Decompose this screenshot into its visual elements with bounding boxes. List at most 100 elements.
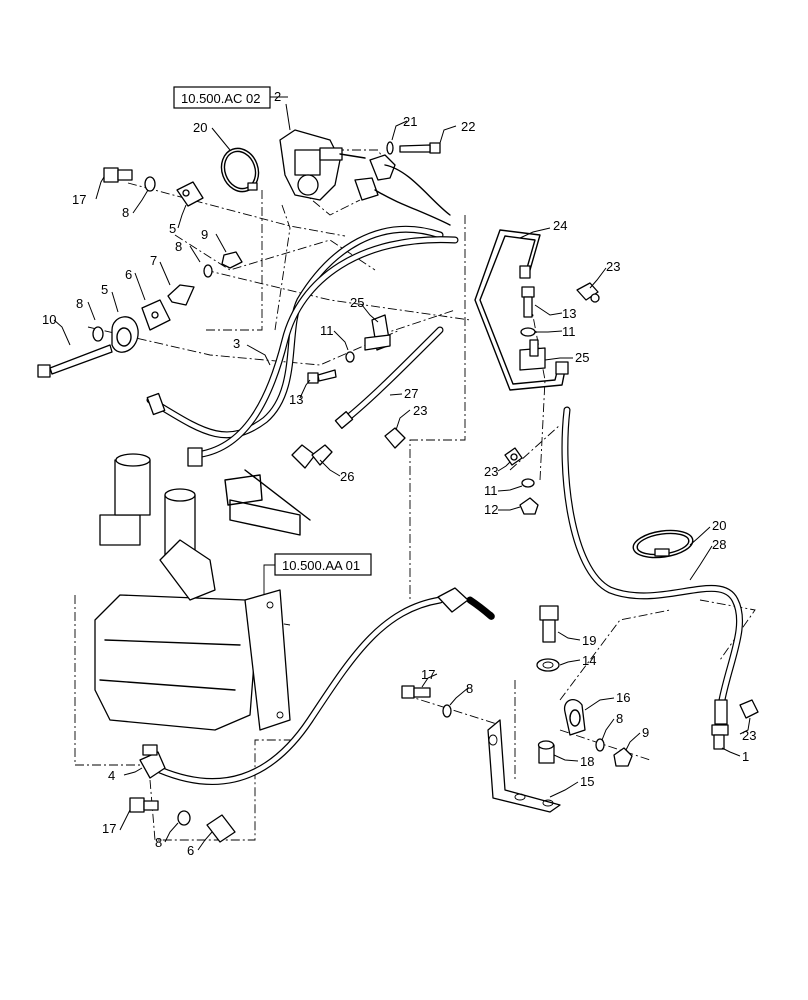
fitting-straight (354, 177, 451, 226)
callout-11: 11 (320, 323, 334, 338)
callout-8: 8 (175, 239, 182, 254)
bracket-25-top (364, 314, 391, 351)
reference-box-10-500-aa-01[interactable]: 10.500.AA 01 (274, 553, 372, 576)
tube-24 (474, 229, 569, 391)
nut-9 (221, 251, 243, 269)
callout-20: 20 (193, 120, 207, 135)
spacer-7 (167, 284, 195, 306)
hose-27 (334, 326, 444, 429)
spacer-18 (537, 740, 555, 764)
valve-assembly-2 (279, 129, 366, 201)
fitting-23-right (504, 447, 523, 466)
bracket-25-right (519, 339, 546, 371)
callout-11: 11 (484, 483, 498, 498)
callout-5: 5 (101, 282, 108, 297)
callout-23: 23 (484, 464, 498, 479)
callout-20: 20 (712, 518, 726, 533)
callout-13: 13 (289, 392, 303, 407)
callout-12: 12 (484, 502, 498, 517)
callout-16: 16 (616, 690, 630, 705)
callout-6: 6 (187, 843, 194, 858)
callout-23: 23 (413, 403, 427, 418)
callout-labels: 2 20 21 22 17 8 5 9 8 7 6 5 8 10 3 24 23… (42, 89, 756, 858)
reference-leader (263, 564, 275, 600)
callout-3: 3 (233, 336, 240, 351)
callout-17: 17 (72, 192, 86, 207)
clip-6-bottom (206, 814, 236, 843)
clip-5-mid (111, 316, 139, 353)
callout-18: 18 (580, 754, 594, 769)
callout-11: 11 (562, 324, 576, 339)
callout-17: 17 (102, 821, 116, 836)
callout-5: 5 (169, 221, 176, 236)
callout-21: 21 (403, 114, 417, 129)
fitting-23-topright (576, 282, 600, 303)
washer-8-left (92, 326, 104, 342)
bolt-19 (539, 605, 559, 643)
bolt-22 (399, 142, 441, 154)
callout-8: 8 (466, 681, 473, 696)
bolt-13-left (307, 369, 337, 384)
callout-8: 8 (616, 711, 623, 726)
clip-5-top (176, 181, 204, 207)
bolt-17-mid (401, 685, 431, 699)
callout-27: 27 (404, 386, 418, 401)
callout-1: 1 (742, 749, 749, 764)
bolt-10 (37, 344, 113, 378)
fitting-23-mid (384, 427, 406, 449)
fitting-23-lowright (739, 699, 759, 719)
callout-17: 17 (421, 667, 435, 682)
washer-14 (536, 658, 560, 672)
callout-2: 2 (274, 89, 281, 104)
callout-8: 8 (155, 835, 162, 850)
washer-8-mid (203, 264, 213, 278)
callout-7: 7 (150, 253, 157, 268)
nut-12 (519, 497, 539, 515)
clamp-on-hose-4 (437, 587, 469, 613)
callout-26: 26 (340, 469, 354, 484)
washer-8-top (144, 176, 156, 192)
fitting-4 (139, 744, 166, 779)
clamp-20 (220, 147, 260, 193)
hose-28 (561, 406, 744, 750)
washer-8-lowmid (442, 704, 452, 718)
callout-15: 15 (580, 774, 594, 789)
callout-8: 8 (122, 205, 129, 220)
reference-label: 10.500.AC 02 (181, 91, 261, 106)
hose-4 (156, 596, 495, 786)
reference-box-10-500-ac-02[interactable]: 10.500.AC 02 (173, 86, 271, 109)
callout-13: 13 (562, 306, 576, 321)
callout-23: 23 (606, 259, 620, 274)
callout-6: 6 (125, 267, 132, 282)
nut-9-right (613, 747, 633, 767)
callout-leaders (53, 103, 751, 851)
fitting-elbow (369, 154, 451, 216)
callout-10: 10 (42, 312, 56, 327)
clamp-16 (563, 699, 586, 736)
callout-14: 14 (582, 653, 596, 668)
callout-28: 28 (712, 537, 726, 552)
pump-assembly (94, 392, 311, 731)
callout-23: 23 (742, 728, 756, 743)
callout-9: 9 (201, 227, 208, 242)
callout-25: 25 (350, 295, 364, 310)
callout-8: 8 (76, 296, 83, 311)
hose-3 (146, 225, 459, 459)
reference-label: 10.500.AA 01 (282, 558, 360, 573)
callout-25: 25 (575, 350, 589, 365)
washer-8-bottom (177, 810, 191, 826)
clip-6 (141, 299, 171, 331)
callout-24: 24 (553, 218, 567, 233)
washer-11-lower (521, 478, 535, 488)
washer-11-right (520, 327, 536, 337)
bracket-15 (487, 719, 561, 813)
callout-22: 22 (461, 119, 475, 134)
clamp-20-right (632, 529, 694, 559)
callout-4: 4 (108, 768, 115, 783)
bolt-17-bottom (129, 797, 159, 813)
washer-11-top (345, 351, 355, 363)
washer-8-right (595, 738, 605, 752)
bolt-17-top (103, 167, 133, 183)
callout-9: 9 (642, 725, 649, 740)
